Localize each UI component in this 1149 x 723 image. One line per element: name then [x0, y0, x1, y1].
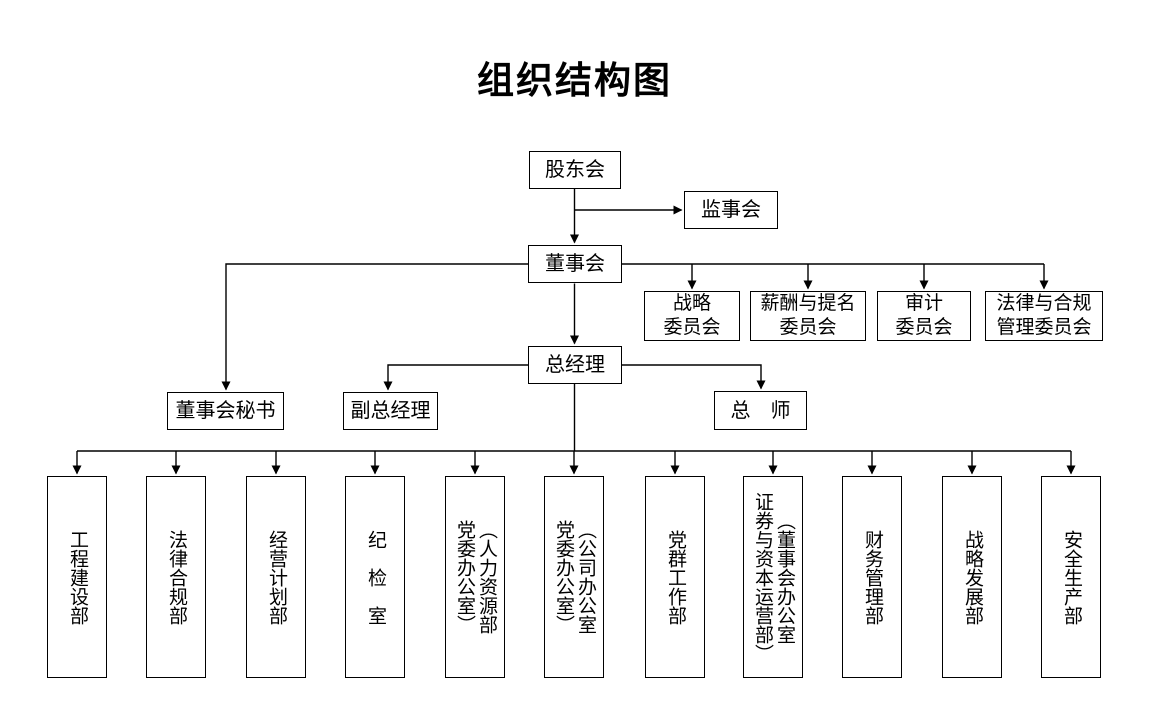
dept-label: 安全生产部 [1061, 529, 1082, 625]
node-dept-party-office-company: （公司办公室 党委办公室） [544, 476, 604, 678]
node-dept-finance-management: 财务管理部 [842, 476, 902, 678]
node-dept-safety-production: 安全生产部 [1041, 476, 1101, 678]
node-board-of-directors: 董事会 [528, 245, 622, 283]
node-dept-strategy-development: 战略发展部 [942, 476, 1002, 678]
edge-gm-to-chief [622, 364, 766, 390]
node-general-manager: 总经理 [528, 346, 622, 384]
node-shareholders-meeting: 股东会 [529, 151, 621, 189]
edge-board-to-secretary [221, 263, 528, 391]
node-legal-compliance-committee: 法律与合规 管理委员会 [985, 291, 1103, 341]
dept-label: 工程建设部 [67, 529, 88, 625]
dept-label: （人力资源部 党委办公室） [454, 520, 497, 634]
node-remuneration-nomination-committee: 薪酬与提名 委员会 [750, 291, 866, 341]
dept-label: 财务管理部 [862, 529, 883, 625]
node-dept-party-office-hr: （人力资源部 党委办公室） [445, 476, 505, 678]
node-deputy-general-manager: 副总经理 [343, 392, 438, 430]
dept-label: 党群工作部 [665, 529, 686, 625]
node-dept-party-mass-work: 党群工作部 [645, 476, 705, 678]
node-chief-engineer: 总 师 [714, 391, 807, 430]
dept-label: 纪 检 室 [365, 529, 386, 625]
dept-label: （董事会办公室 证券与资本运营部） [752, 491, 795, 663]
node-audit-committee: 审计 委员会 [877, 291, 971, 341]
node-dept-discipline-inspection: 纪 检 室 [345, 476, 405, 678]
node-dept-legal-compliance: 法律合规部 [146, 476, 206, 678]
node-dept-engineering-construction: 工程建设部 [47, 476, 107, 678]
node-board-secretary: 董事会秘书 [167, 392, 284, 430]
node-dept-business-planning: 经营计划部 [246, 476, 306, 678]
dept-label: 法律合规部 [166, 529, 187, 625]
chart-title: 组织结构图 [477, 60, 672, 101]
dept-label: （公司办公室 党委办公室） [553, 520, 596, 634]
dept-label: 经营计划部 [266, 529, 287, 625]
node-strategy-committee: 战略 委员会 [644, 291, 740, 341]
node-supervisory-board: 监事会 [684, 191, 778, 229]
edge-gm-to-deputy [383, 364, 528, 391]
dept-label: 战略发展部 [962, 529, 983, 625]
node-dept-securities-capital-operations: （董事会办公室 证券与资本运营部） [743, 476, 803, 678]
